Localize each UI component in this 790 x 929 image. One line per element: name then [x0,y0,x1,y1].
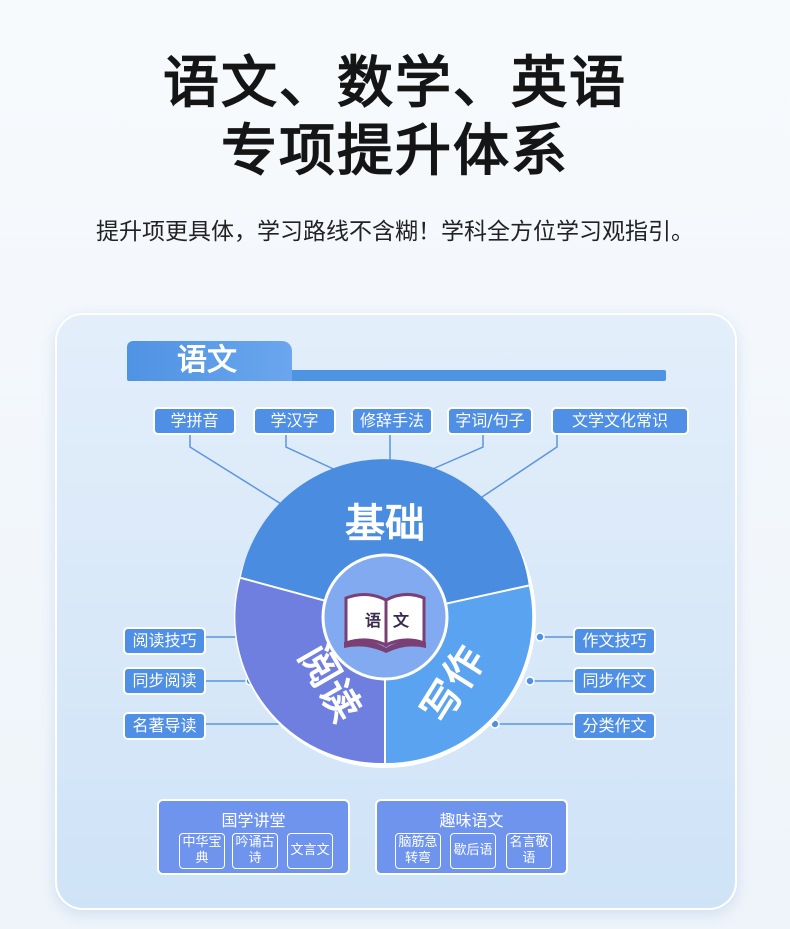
wheel-label-top: 基础 [345,501,425,547]
title-line-2: 专项提升体系 [221,119,569,184]
box-guoxue-item-2: 吟诵古诗 [232,833,278,869]
book-char-right: 文 [393,611,410,630]
tag-sync-writing: 同步作文 [575,669,654,693]
section-tab [127,341,292,381]
tag-hanzi: 学汉字 [255,409,334,433]
title-line-1: 语文、数学、英语 [163,51,627,116]
tag-literature: 文学文化常识 [553,409,687,433]
connector-lines [189,433,575,725]
tag-pinyin: 学拼音 [155,409,234,433]
box-guoxue-item-1: 中华宝典 [179,833,225,869]
section-underline [127,370,666,381]
box-fun-chinese-item-2: 歇后语 [450,833,496,869]
box-fun-chinese-item-3: 名言敬语 [506,833,552,869]
subtitle: 提升项更具体，学习路线不含糊！学科全方位学习观指引。 [96,219,694,245]
tag-classics-guide: 名著导读 [125,714,204,738]
box-guoxue: 国学讲堂 中华宝典 吟诵古诗 文言文 [159,801,348,873]
wheel-segment-top [240,459,529,617]
box-fun-chinese: 趣味语文 脑筋急转弯 歇后语 名言敬语 [377,801,566,873]
tag-category-writing: 分类作文 [575,714,654,738]
box-fun-chinese-item-1: 脑筋急转弯 [395,833,441,869]
tag-rhetoric: 修辞手法 [353,409,431,433]
box-guoxue-title: 国学讲堂 [221,811,286,830]
section-label: 语文 [177,343,237,378]
box-guoxue-item-3: 文言文 [287,833,333,869]
tag-reading-skills: 阅读技巧 [125,629,204,653]
book-icon: 语 文 [344,593,426,653]
book-char-left: 语 [365,611,381,630]
tag-sync-reading: 同步阅读 [125,669,204,693]
tag-writing-skills: 作文技巧 [575,629,654,653]
box-fun-chinese-title: 趣味语文 [439,811,504,830]
tag-words-sentences: 字词/句子 [449,409,531,433]
